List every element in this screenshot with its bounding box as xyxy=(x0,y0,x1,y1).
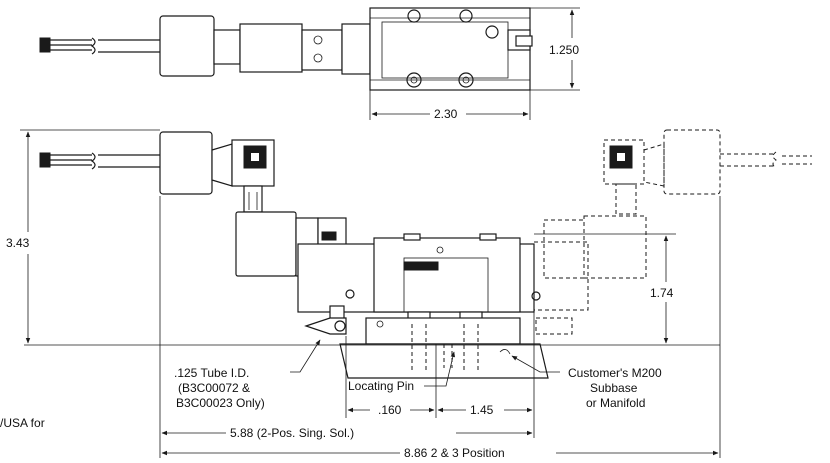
side-wire-leads xyxy=(39,152,160,170)
dim-pin-spacing: 1.45 xyxy=(470,403,494,417)
dim-top-height: 1.250 xyxy=(549,43,579,57)
top-connector xyxy=(159,15,215,77)
side-view: 3.43 1.74 .160 1.45 5.88 (2-Pos. Sing. S… xyxy=(0,129,812,460)
callout-tube-line1: .125 Tube I.D. xyxy=(174,366,249,380)
phantom-second-solenoid xyxy=(533,129,812,335)
top-coil xyxy=(239,23,303,73)
dim-top-width: 2.30 xyxy=(434,107,458,121)
dim-pin-offset: .160 xyxy=(378,403,402,417)
callout-subbase-line3: or Manifold xyxy=(586,396,645,410)
dim-overall-height: 3.43 xyxy=(6,236,30,250)
subbase xyxy=(365,317,521,345)
dim-length-2pos: 5.88 (2-Pos. Sing. Sol.) xyxy=(230,426,354,440)
callout-subbase-line2: Subbase xyxy=(590,381,638,395)
dim-valve-height: 1.74 xyxy=(650,286,674,300)
top-wire-leads xyxy=(39,37,160,55)
callout-locating-pin: Locating Pin xyxy=(348,379,414,393)
top-view: 1.250 2.30 xyxy=(39,7,580,121)
callout-subbase-line1: Customer's M200 xyxy=(568,366,662,380)
side-connector xyxy=(159,131,213,195)
cut-off-text: /USA for xyxy=(0,416,45,430)
callout-tube-line3: B3C00023 Only) xyxy=(176,396,265,410)
callout-tube-line2: (B3C00072 & xyxy=(178,381,250,395)
phantom-connector xyxy=(663,129,721,195)
side-coil xyxy=(235,211,297,277)
dim-length-3pos: 8.86 2 & 3 Position xyxy=(404,446,505,460)
